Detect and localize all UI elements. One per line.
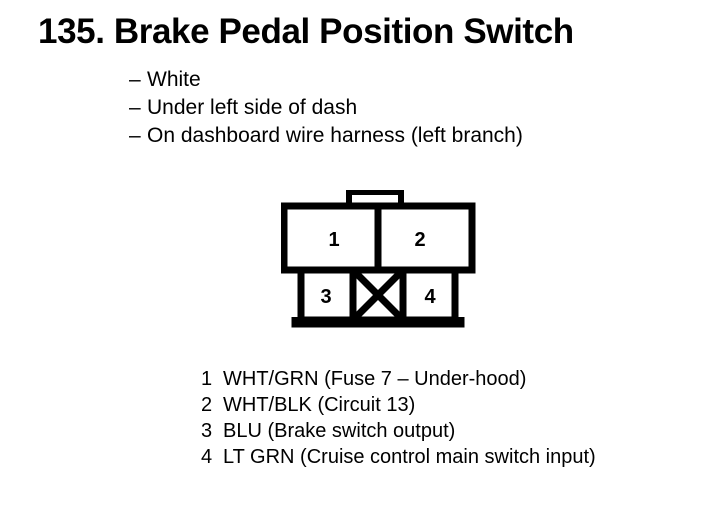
cavity-label-4: 4 [424,286,436,308]
list-item: – Under left side of dash [129,94,523,122]
legend-pin-number: 2 [201,394,213,416]
connector-base-skirt [291,317,465,328]
cavity-label-2: 2 [414,229,425,251]
legend-pin-description: BLU (Brake switch output) [223,420,456,442]
list-item: 4 LT GRN (Cruise control main switch inp… [201,444,596,470]
legend-pin-number: 3 [201,420,213,442]
legend-pin-description: WHT/BLK (Circuit 13) [223,394,416,416]
page-title: 135. Brake Pedal Position Switch [38,12,574,51]
dash-bullet-icon: – [129,68,141,91]
list-item: – On dashboard wire harness (left branch… [129,122,523,150]
legend-pin-description: WHT/GRN (Fuse 7 – Under-hood) [223,368,527,390]
pin-legend-list: 1 WHT/GRN (Fuse 7 – Under-hood) 2 WHT/BL… [201,366,596,470]
description-bullet-list: – White – Under left side of dash – On d… [129,66,523,150]
legend-pin-number: 4 [201,446,213,468]
list-item-label: White [147,68,201,91]
blocked-cavity-x-icon [353,270,403,320]
dash-bullet-icon: – [129,124,141,147]
legend-pin-description: LT GRN (Cruise control main switch input… [223,446,596,468]
list-item-label: On dashboard wire harness (left branch) [147,124,523,147]
connector-diagram: 1 2 3 4 [281,190,481,330]
list-item: 1 WHT/GRN (Fuse 7 – Under-hood) [201,366,596,392]
list-item: 2 WHT/BLK (Circuit 13) [201,392,596,418]
list-item: 3 BLU (Brake switch output) [201,418,596,444]
dash-bullet-icon: – [129,96,141,119]
cavity-label-3: 3 [320,286,331,308]
cavity-label-1: 1 [328,229,339,251]
list-item: – White [129,66,523,94]
list-item-label: Under left side of dash [147,96,358,119]
legend-pin-number: 1 [201,368,213,390]
